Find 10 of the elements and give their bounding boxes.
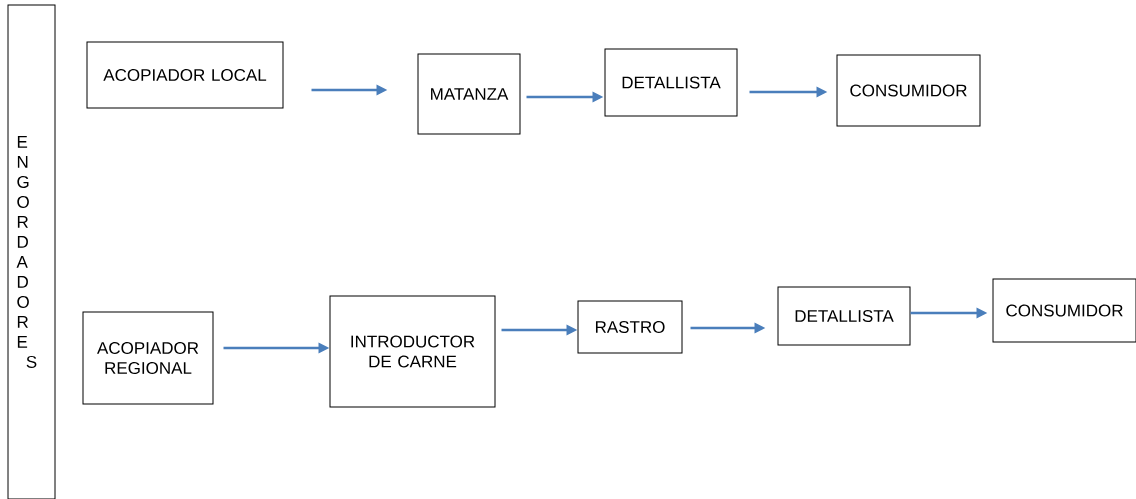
- process-box: DETALLISTA: [604, 48, 738, 117]
- process-box: ACOPIADOR LOCAL: [86, 41, 284, 109]
- vertical-label-box: ENGORDADORES: [7, 4, 56, 499]
- process-box: ACOPIADOR REGIONAL: [82, 311, 214, 405]
- process-box: CONSUMIDOR: [836, 54, 981, 127]
- process-box: DETALLISTA: [777, 286, 911, 346]
- process-box: MATANZA: [417, 53, 521, 135]
- process-box: CONSUMIDOR: [992, 278, 1136, 343]
- process-box: INTRODUCTOR DE CARNE: [329, 295, 496, 408]
- process-box: RASTRO: [577, 300, 683, 354]
